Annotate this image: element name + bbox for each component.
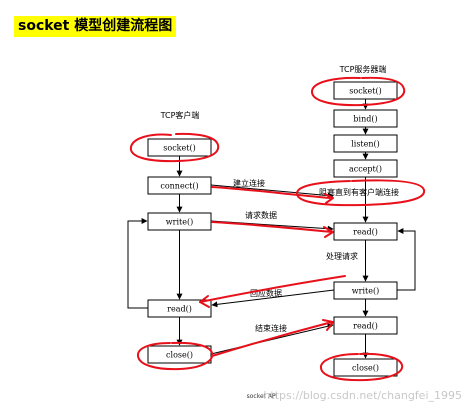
page-heading: socket 模型创建流程图 [14, 16, 177, 37]
server-socket-label: socket() [349, 87, 381, 96]
server-close-node: close() [333, 358, 398, 377]
circle-accept-wait [296, 179, 426, 207]
diagram-caption: socket API [247, 393, 278, 400]
circle-client-socket [129, 132, 220, 163]
stroke-request [211, 221, 333, 233]
client-connect-label: connect() [160, 182, 198, 191]
server-bind-label: bind() [353, 115, 377, 124]
server-write-label: write() [352, 287, 379, 296]
client-loop-read-write [127, 218, 148, 309]
server-flow-arrows [362, 99, 416, 359]
stroke-request-head [323, 226, 334, 238]
client-write-label: write() [166, 218, 193, 227]
response-data-label: 回应数据 [250, 288, 282, 298]
connect-to-accept-arrow [210, 184, 334, 199]
stroke-connect [211, 186, 331, 199]
server-listen-label: listen() [351, 140, 380, 149]
end-connection-label: 结束连接 [255, 323, 287, 333]
client-close-label: close() [166, 351, 193, 360]
client-flow-arrows [127, 156, 183, 346]
client-read-label: read() [167, 305, 192, 314]
server-read2-label: read() [353, 322, 378, 331]
server-read-label: read() [353, 228, 378, 237]
write-to-read-response-arrow [211, 289, 335, 308]
process-request-label: 处理请求 [326, 251, 358, 261]
request-data-label: 请求数据 [245, 210, 277, 220]
circle-server-socket [311, 76, 406, 107]
circle-server-close [320, 352, 404, 382]
server-listen-node: listen() [333, 134, 398, 153]
server-loop-write-read [397, 228, 416, 291]
server-close-label: close() [352, 364, 379, 373]
stroke-end-head [322, 319, 334, 331]
circle-client-close [137, 341, 214, 371]
client-socket-label: socket() [163, 144, 195, 153]
stroke-end [211, 321, 333, 357]
server-bind-node: bind() [333, 109, 398, 128]
client-connect-node: connect() [147, 176, 212, 195]
client-column-title: TCP客户端 [160, 110, 200, 120]
server-socket-node: socket() [333, 81, 398, 100]
stroke-response-head [199, 295, 210, 308]
watermark-text: https://blog.csdn.net/changfei_1995 [263, 389, 462, 402]
client-socket-node: socket() [147, 138, 212, 157]
server-read2-node: read() [333, 316, 398, 335]
stroke-connect-head [324, 193, 334, 204]
stroke-response [199, 275, 346, 303]
client-close-node: close() [147, 345, 212, 364]
establish-connection-label: 建立连接 [233, 178, 265, 188]
server-accept-label: accept() [349, 165, 382, 174]
accept-wait-label: 阻塞直到有客户端连接 [319, 187, 399, 197]
server-write-node: write() [333, 281, 398, 300]
red-annotations [129, 76, 426, 382]
server-accept-node: accept() [333, 159, 398, 178]
client-write-node: write() [147, 212, 212, 231]
server-read-node: read() [333, 222, 398, 241]
server-column-title: TCP服务器端 [339, 64, 387, 74]
